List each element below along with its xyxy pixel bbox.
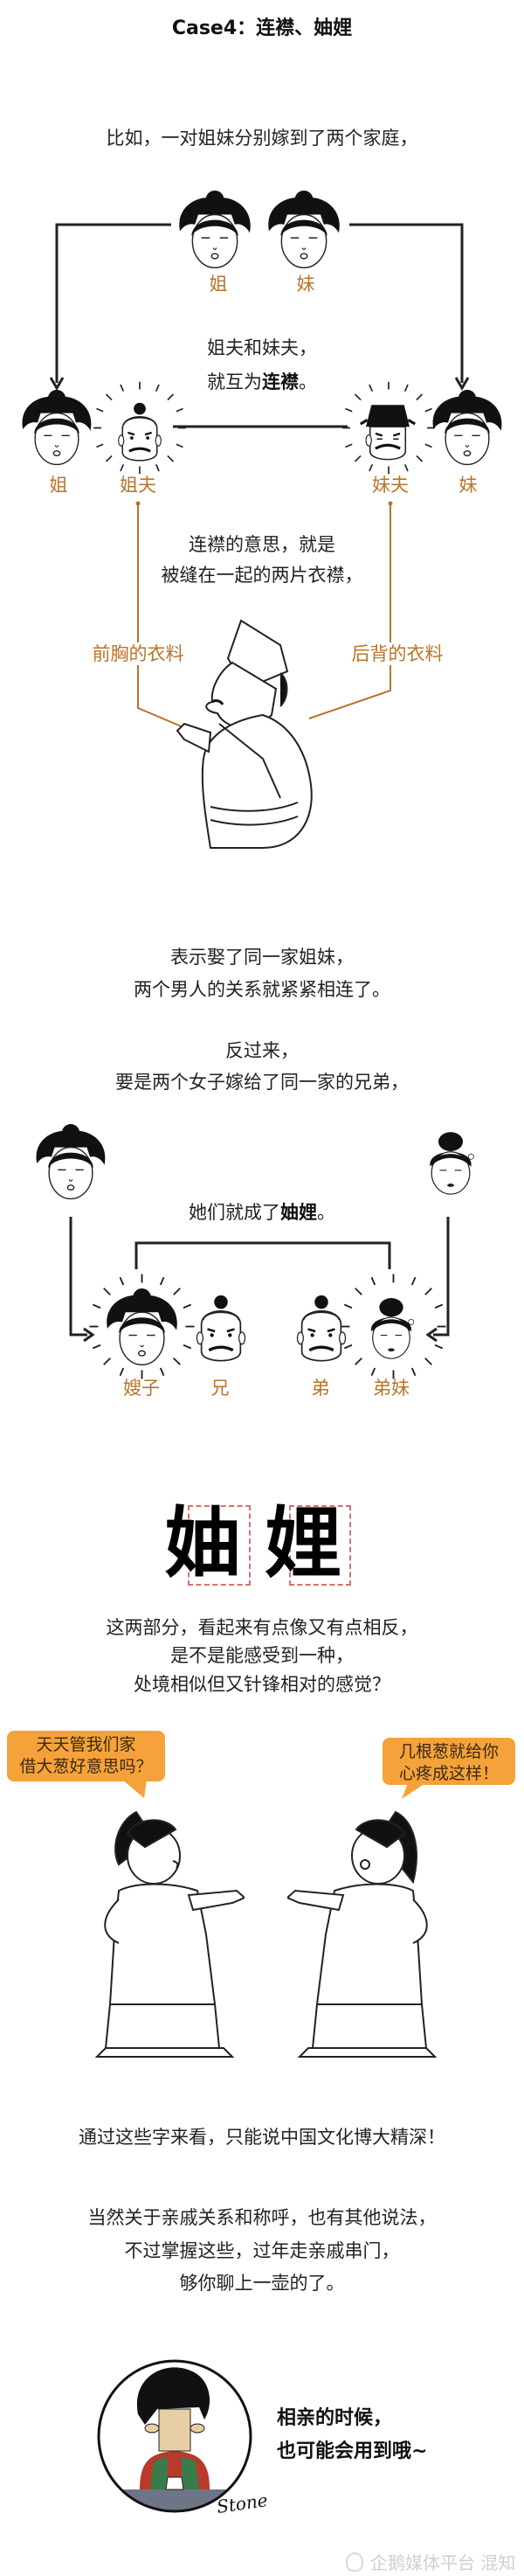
younger-brothers-wife-gray-illustration (417, 1123, 485, 1204)
intro-text: 比如，一对姐妹分别嫁到了两个家庭， (106, 128, 418, 149)
older-sister-gray-illustration (169, 190, 260, 273)
younger-sister-illustration (424, 389, 511, 469)
note-line-3: 够你聊上一壶的了。 (179, 2273, 345, 2294)
left-sister-in-law-line (69, 1217, 87, 1337)
older-sisters-husband-illustration (107, 400, 173, 470)
comparison-line-1: 这两部分，看起来有点像又有点相反， (106, 1617, 418, 1638)
elder-brothers-wife-illustration (100, 1288, 183, 1370)
explain-line-1: 姐夫和妹夫， (207, 337, 317, 358)
explain-text: 她们就成了 (189, 1202, 280, 1223)
speech-bubble-right: 几根葱就给你 心疼成这样！ (383, 1738, 515, 1785)
bubble-text: 借大葱好意思吗？ (19, 1757, 153, 1776)
zhouli-explain: 她们就成了妯娌。 (0, 1201, 524, 1224)
arrow-down-icon (454, 377, 470, 391)
elder-brothers-wife-gray-illustration (31, 1123, 111, 1204)
right-sister-in-law-line (433, 1217, 450, 1337)
dashed-highlight-box (188, 1505, 251, 1586)
result-line-1: 表示娶了同一家姐妹， (170, 947, 354, 968)
closing-line-2: 也可能会用到哦~ (277, 2441, 428, 2462)
label-younger-brother: 弟 (311, 1378, 330, 1399)
reverse-intro-line-2: 要是两个女子嫁给了同一家的兄弟， (115, 1072, 409, 1093)
label-older-sister: 姐 (209, 274, 228, 295)
right-branch-line (349, 223, 464, 383)
pointer-dot (135, 501, 141, 506)
front-fabric-label: 前胸的衣料 (90, 642, 186, 665)
explain-punct: 。 (299, 371, 317, 392)
younger-brothers-wife-illustration (358, 1288, 424, 1370)
explain-text: 就互为 (207, 371, 262, 392)
note-line-1: 当然关于亲戚关系和称呼，也有其他说法， (87, 2207, 437, 2228)
result-line-2: 两个男人的关系就紧紧相连了。 (134, 979, 390, 1000)
bubble-text: 几根葱就给你 (398, 1742, 499, 1761)
label-younger-sister: 妹 (458, 475, 478, 496)
label-older-sister: 姐 (49, 475, 68, 496)
arguing-woman-left-illustration (94, 1810, 245, 2058)
closing-line-1: 相亲的时候， (277, 2407, 393, 2429)
younger-sisters-husband-illustration (354, 398, 422, 469)
watermark: 企鹅媒体平台 混知 (346, 2549, 515, 2574)
author-avatar-illustration (97, 2359, 252, 2513)
robed-man-illustration (176, 619, 313, 849)
back-fabric-pointer-line (308, 503, 391, 719)
back-fabric-label: 后背的衣料 (349, 642, 445, 665)
label-younger-sister: 妹 (296, 274, 315, 295)
arrow-right-icon (83, 1327, 95, 1343)
pointer-dot (388, 501, 393, 506)
sisters-in-law-bracket (134, 1241, 391, 1269)
keyword-lianjin: 连襟 (262, 371, 299, 392)
label-older-sisters-husband: 姐夫 (120, 475, 156, 496)
older-sister-illustration (13, 389, 100, 469)
label-elder-brothers-wife: 嫂子 (123, 1378, 160, 1399)
page-title: Case4：连襟、妯娌 (171, 17, 353, 39)
bubble-text: 天天管我们家 (36, 1735, 136, 1754)
comparison-line-3: 处境相似但又针锋相对的感觉？ (134, 1674, 390, 1695)
big-character-zhou: 妯 (163, 1498, 241, 1588)
penguin-logo-icon (346, 2552, 363, 2572)
meaning-line-2: 被缝在一起的两片衣襟， (161, 565, 363, 586)
speech-bubble-left: 天天管我们家 借大葱好意思吗？ (7, 1731, 165, 1781)
note-line-2: 不过掌握这些，过年走亲戚串门， (124, 2240, 400, 2261)
arrow-down-icon (49, 377, 65, 391)
explain-punct: 。 (317, 1202, 335, 1223)
left-branch-line (55, 223, 171, 383)
keyword-zhouli: 妯娌 (280, 1202, 317, 1223)
dashed-highlight-box (289, 1505, 351, 1586)
younger-sister-gray-illustration (259, 190, 349, 273)
arrow-left-icon (425, 1327, 438, 1343)
label-younger-brothers-wife: 弟妹 (373, 1378, 410, 1399)
elder-brother-illustration (183, 1294, 259, 1371)
label-elder-brother: 兄 (210, 1378, 230, 1399)
speech-bubble-tail (122, 1780, 147, 1798)
big-character-li: 娌 (264, 1498, 341, 1588)
watermark-text: 企鹅媒体平台 混知 (370, 2552, 516, 2573)
speech-bubble-tail (402, 1783, 425, 1799)
comparison-line-2: 是不是能感受到一种， (170, 1645, 354, 1666)
conclusion-line: 通过这些字来看，只能说中国文化博大精深！ (79, 2127, 445, 2148)
arguing-woman-right-illustration (287, 1810, 438, 2058)
label-younger-sisters-husband: 妹夫 (372, 475, 409, 496)
meaning-line-1: 连襟的意思，就是 (189, 534, 335, 555)
bubble-text: 心疼成这样！ (398, 1764, 499, 1783)
reverse-intro-line-1: 反过来， (225, 1040, 299, 1061)
explain-line-2: 就互为连襟。 (0, 371, 524, 393)
